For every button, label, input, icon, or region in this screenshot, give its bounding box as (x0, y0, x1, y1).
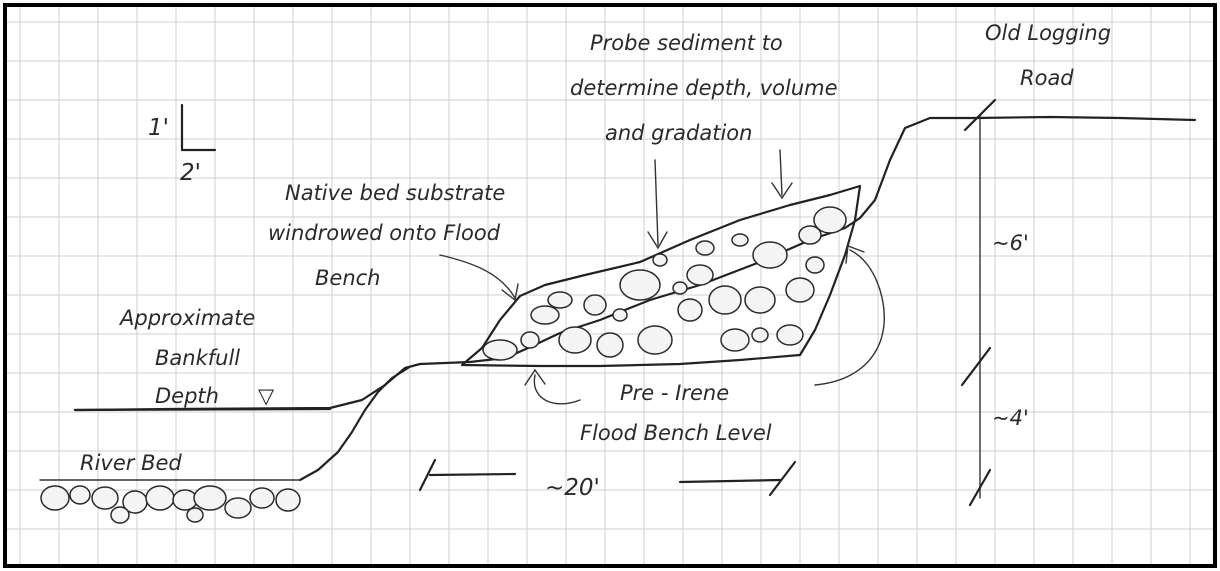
horizontal-dimension-left (430, 474, 515, 475)
horizontal-dimension-right (680, 480, 780, 482)
lower-bank-slope (300, 368, 408, 480)
native-label-line1: Native bed substrate (285, 181, 505, 205)
probe-label-line3: and gradation (605, 121, 752, 145)
bench-width-label: ~20' (545, 475, 600, 501)
native-label-line3: Bench (315, 266, 381, 290)
scale-vertical-label: 1' (148, 115, 169, 141)
bankfull-label-line3: Depth (155, 384, 219, 408)
river-bed-label: River Bed (80, 451, 182, 475)
native-label-line2: windrowed onto Flood (268, 221, 501, 245)
bankfull-water-line (75, 409, 330, 410)
probe-label-line2: determine depth, volume (570, 76, 838, 100)
scale-bar (182, 105, 215, 150)
bankfull-label-line2: Bankfull (155, 346, 240, 370)
scale-horizontal-label: 2' (180, 160, 201, 186)
dimension-tick-mid (962, 348, 990, 385)
road-label-line1: Old Logging (985, 21, 1111, 45)
lower-height-label: ~4' (992, 406, 1029, 430)
road-label-line2: Road (1020, 66, 1074, 90)
pre-irene-label-line2: Flood Bench Level (580, 421, 772, 445)
probe-label-line1: Probe sediment to (590, 31, 783, 55)
bankfull-symbol: ▽ (258, 384, 275, 408)
bankfull-label-line1: Approximate (118, 306, 255, 330)
sediment-rocks (483, 207, 846, 360)
river-bed-rocks (41, 486, 300, 523)
upper-height-label: ~6' (992, 231, 1029, 255)
pre-irene-label-line1: Pre - Irene (620, 381, 729, 405)
